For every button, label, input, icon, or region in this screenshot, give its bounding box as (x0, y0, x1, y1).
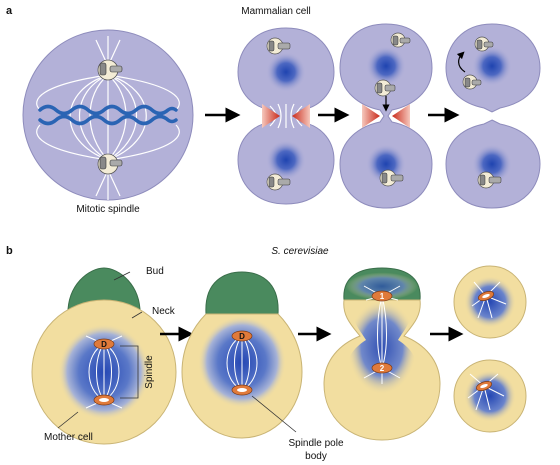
contractile-ring-left (262, 104, 280, 128)
spb-mark-2: D (239, 332, 245, 341)
yeast-daughter-cell-bottom (453, 359, 527, 433)
centrosome-top (97, 59, 123, 81)
spindle-fibers (36, 36, 180, 200)
mammalian-daughter-cells (445, 23, 541, 209)
yeast-daughter-cell-top (453, 265, 527, 339)
panel-a-letter: a (6, 5, 13, 17)
label-mother-cell: Mother cell (44, 432, 93, 443)
mammalian-dividing-cell-late (339, 23, 433, 209)
panel-b-letter: b (6, 245, 13, 257)
panel-b-title: S. cerevisiae (271, 246, 329, 257)
mammalian-mitotic-cell (22, 29, 194, 201)
chromosomes (38, 104, 178, 126)
label-spindle-pole-body-line2: body (305, 451, 327, 462)
label-neck: Neck (152, 306, 176, 317)
label-mitotic-spindle: Mitotic spindle (76, 204, 140, 215)
label-spindle: Spindle (144, 355, 155, 389)
label-bud: Bud (146, 266, 164, 277)
yeast-cell-stage-2: D (181, 271, 303, 439)
spindle-bracket (120, 345, 139, 399)
yeast-cell-stage-1: D (31, 267, 177, 445)
mammalian-dividing-cell-early (237, 27, 335, 205)
spb-mark-4: 2 (380, 364, 385, 373)
yeast-cell-stage-3: 1 2 (323, 267, 441, 441)
label-spindle-pole-body-line1: Spindle pole (288, 438, 343, 449)
panel-a-title: Mammalian cell (241, 6, 310, 17)
centrosome-bottom (97, 153, 123, 175)
contractile-ring-right (292, 104, 310, 128)
spb-mark-1: D (101, 340, 107, 349)
spb-mark-3: 1 (380, 292, 385, 301)
